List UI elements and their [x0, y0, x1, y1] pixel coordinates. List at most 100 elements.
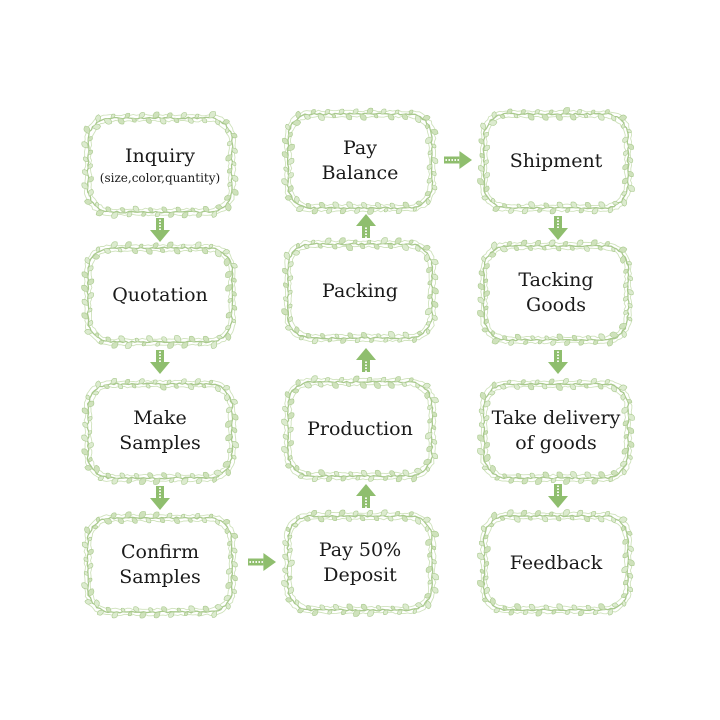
frame-leaf: [225, 311, 233, 319]
frame-leaf: [431, 425, 437, 430]
arrow-down-icon: [150, 486, 170, 510]
frame-leaf: [226, 406, 233, 413]
frame-leaf: [555, 245, 562, 252]
frame-leaf: [366, 510, 373, 517]
frame-leaf: [291, 522, 299, 528]
frame-leaf: [317, 515, 325, 523]
frame-leaf: [597, 113, 605, 121]
frame-leaf: [555, 515, 562, 522]
frame-leaf: [285, 526, 290, 533]
frame-leaf: [81, 284, 89, 292]
arrow-head: [356, 348, 376, 360]
frame-leaf: [227, 447, 233, 453]
frame-leaf: [87, 416, 93, 422]
frame-leaf: [296, 515, 300, 521]
frame-leaf: [626, 399, 633, 404]
arrow-head: [548, 362, 568, 374]
frame-leaf: [81, 434, 89, 442]
frame-leaf: [390, 605, 396, 611]
frame-leaf: [431, 157, 439, 164]
frame-leaf: [288, 455, 293, 461]
frame-leaf: [556, 333, 564, 341]
frame-leaf: [83, 156, 89, 162]
frame-leaf: [105, 472, 112, 479]
arrow-dot: [557, 360, 559, 362]
frame-leaf: [95, 209, 105, 217]
frame-leaf: [214, 604, 223, 610]
frame-leaf: [222, 249, 230, 255]
frame-leaf: [477, 283, 485, 290]
frame-leaf: [211, 610, 217, 618]
frame-leaf: [576, 379, 582, 385]
frame-leaf: [622, 538, 629, 545]
frame-leaf: [477, 580, 485, 588]
frame-leaf: [383, 337, 389, 343]
arrow-down-icon: [150, 350, 170, 374]
frame-leaf: [622, 177, 629, 185]
frame-leaf: [604, 379, 610, 385]
arrow-right-icon: [444, 151, 472, 169]
frame-leaf: [425, 538, 433, 546]
frame-leaf: [355, 475, 361, 481]
frame-leaf: [124, 378, 131, 385]
frame-leaf: [506, 509, 514, 517]
leafy-frame: [81, 241, 238, 349]
frame-leaf: [411, 474, 417, 483]
frame-leaf: [422, 115, 431, 121]
frame-leaf: [415, 382, 420, 389]
frame-leaf: [415, 516, 422, 525]
frame-leaf: [373, 243, 380, 250]
node-make-samples: Make Samples: [81, 378, 239, 485]
frame-leaf: [208, 111, 216, 119]
frame-leaf: [627, 440, 635, 448]
frame-leaf: [484, 586, 490, 595]
leafy-frame: [281, 107, 439, 215]
frame-leaf: [611, 516, 616, 523]
frame-leaf: [231, 427, 238, 433]
frame-leaf: [401, 113, 408, 120]
frame-leaf: [627, 275, 633, 281]
frame-leaf: [415, 602, 423, 608]
frame-leaf: [208, 513, 214, 519]
node-inquiry-label: Inquiry: [124, 145, 196, 167]
frame-leaf: [340, 475, 347, 482]
frame-leaf: [224, 393, 230, 402]
frame-leaf: [520, 109, 526, 115]
frame-leaf: [324, 237, 332, 245]
node-inquiry-sublabel: (size,color,quantity): [99, 171, 221, 185]
frame-leaf: [288, 316, 293, 323]
frame-leaf: [126, 211, 133, 218]
frame-leaf: [414, 467, 423, 474]
frame-leaf: [180, 378, 187, 385]
frame-leaf: [91, 254, 101, 260]
frame-leaf: [627, 427, 635, 434]
frame-leaf: [127, 611, 133, 617]
frame-leaf: [211, 210, 217, 218]
frame-leaf: [426, 466, 430, 472]
frame-leaf: [623, 579, 629, 586]
frame-leaf: [585, 202, 592, 209]
frame-leaf: [303, 516, 311, 522]
frame-leaf: [477, 448, 485, 456]
frame-leaf: [131, 247, 138, 254]
frame-leaf: [230, 532, 239, 539]
frame-leaf: [425, 321, 432, 326]
frame-leaf: [422, 244, 431, 251]
frame-leaf: [230, 263, 238, 269]
frame-leaf: [297, 608, 305, 614]
frame-leaf: [338, 108, 345, 115]
frame-leaf: [227, 554, 233, 559]
frame-leaf: [285, 597, 293, 603]
arrow-dot: [252, 561, 254, 563]
frame-leaf: [201, 517, 207, 523]
arrow-right-icon: [248, 553, 276, 571]
node-pay-balance-label: Pay Balance: [321, 137, 399, 184]
arrow-dot: [557, 223, 559, 225]
frame-leaf: [175, 206, 182, 213]
frame-leaf: [604, 109, 610, 115]
frame-leaf: [374, 469, 382, 477]
frame-leaf: [131, 517, 138, 524]
arrow-dot: [365, 361, 367, 363]
frame-leaf: [285, 463, 293, 469]
arrow-dot: [159, 496, 161, 498]
